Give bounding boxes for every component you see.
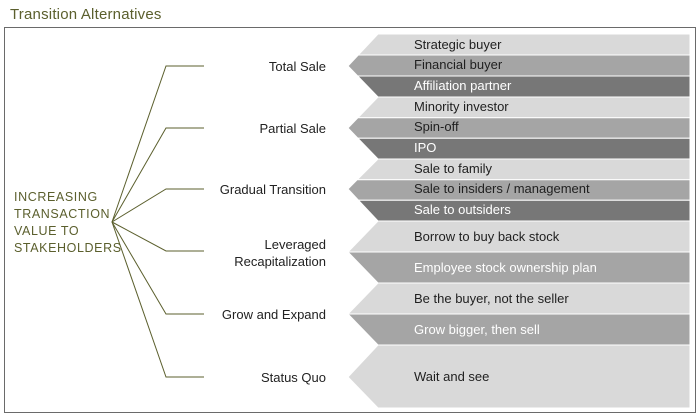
category-label-status-quo: Status Quo xyxy=(260,370,326,385)
category-label-partial-sale: Partial Sale xyxy=(259,121,326,136)
option-band xyxy=(357,199,691,222)
option-band xyxy=(347,179,691,201)
option-sale-to-family: Sale to family xyxy=(414,161,493,176)
connector-line xyxy=(111,221,204,315)
category-label-leveraged-recap: Leveraged Recapitalization xyxy=(126,236,326,270)
connector-line xyxy=(111,127,204,223)
connector-line xyxy=(111,221,204,252)
option-band xyxy=(356,158,691,181)
option-band xyxy=(347,54,691,77)
category-label-total-sale: Total Sale xyxy=(268,59,326,74)
page-title: Transition Alternatives xyxy=(10,6,162,23)
connector-line xyxy=(111,188,204,223)
option-grow-bigger: Grow bigger, then sell xyxy=(414,322,540,337)
left-label-line: STAKEHOLDERS xyxy=(14,241,122,255)
option-minority-investor: Minority investor xyxy=(414,99,509,114)
option-strategic-buyer: Strategic buyer xyxy=(414,37,502,52)
category-label-line: Leveraged xyxy=(264,237,326,252)
connector-line xyxy=(111,221,204,378)
option-sale-to-outsiders: Sale to outsiders xyxy=(414,202,511,217)
left-label-line: VALUE TO xyxy=(14,224,80,238)
left-axis-label: INCREASING TRANSACTION VALUE TO STAKEHOL… xyxy=(14,189,122,257)
option-band xyxy=(356,137,691,160)
option-band xyxy=(356,75,691,98)
category-label-line: Recapitalization xyxy=(234,254,326,269)
option-be-the-buyer: Be the buyer, not the seller xyxy=(414,291,569,306)
option-wait-and-see: Wait and see xyxy=(414,369,490,384)
option-spin-off: Spin-off xyxy=(414,119,459,134)
option-borrow-to-buy-back: Borrow to buy back stock xyxy=(414,229,560,244)
category-label-gradual-transition: Gradual Transition xyxy=(219,182,326,197)
option-sale-to-insiders: Sale to insiders / management xyxy=(414,181,590,196)
option-band xyxy=(356,96,691,119)
option-affiliation-partner: Affiliation partner xyxy=(414,78,512,93)
option-ipo: IPO xyxy=(414,140,437,155)
connector-line xyxy=(111,65,204,223)
option-band xyxy=(347,117,691,139)
option-band xyxy=(347,344,691,409)
option-esop: Employee stock ownership plan xyxy=(414,260,597,275)
left-label-line: TRANSACTION xyxy=(14,207,111,221)
category-label-grow-expand: Grow and Expand xyxy=(221,307,326,322)
option-band xyxy=(357,33,691,56)
option-financial-buyer: Financial buyer xyxy=(414,57,503,72)
left-label-line: INCREASING xyxy=(14,190,98,204)
